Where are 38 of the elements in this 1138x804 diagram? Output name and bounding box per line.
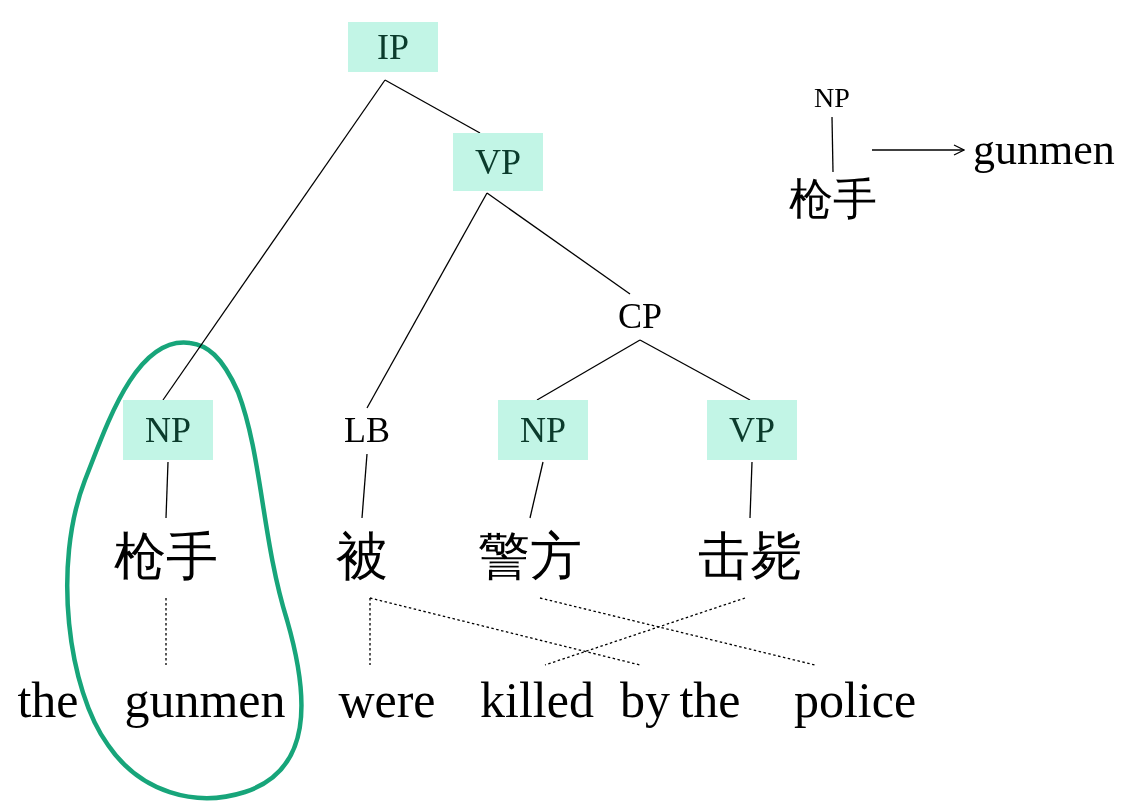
category-label: CP (600, 294, 680, 338)
category-box: NP (123, 400, 213, 460)
category-box: VP (707, 400, 797, 460)
alignment-line (369, 597, 371, 666)
chinese-word: 被 (327, 518, 397, 596)
english-word: were (327, 665, 447, 735)
english-word: the (678, 671, 742, 730)
alignment-line (544, 597, 746, 666)
tree-branch (162, 79, 386, 401)
chinese-word: 枪手 (101, 518, 231, 596)
english-word: the (16, 671, 80, 730)
category-box: NP (498, 400, 588, 460)
category-box: VP (453, 133, 543, 191)
tree-branch (366, 192, 488, 409)
tree-branch (536, 339, 641, 401)
chinese-word: 击毙 (685, 518, 815, 596)
tree-branch (639, 339, 751, 401)
english-word: by (615, 665, 675, 735)
chinese-word: 警方 (465, 518, 595, 596)
tree-branch (529, 461, 544, 519)
tree-branch (384, 79, 481, 134)
english-word: killed (467, 665, 607, 735)
category-label: NP (807, 81, 857, 115)
category-label: LB (332, 408, 402, 452)
category-box: IP (348, 22, 438, 72)
arrow (871, 144, 965, 156)
alignment-line (539, 597, 816, 666)
english-word: gunmen (964, 122, 1124, 178)
chinese-word: 枪手 (783, 172, 883, 228)
english-word: gunmen (110, 665, 300, 735)
tree-branch (831, 116, 834, 173)
tree-branch (361, 453, 368, 519)
tree-branch (749, 461, 753, 519)
alignment-line (165, 597, 167, 666)
tree-branch (486, 192, 631, 295)
tree-branch (165, 461, 169, 519)
alignment-line (369, 597, 641, 666)
english-word: police (790, 665, 920, 735)
